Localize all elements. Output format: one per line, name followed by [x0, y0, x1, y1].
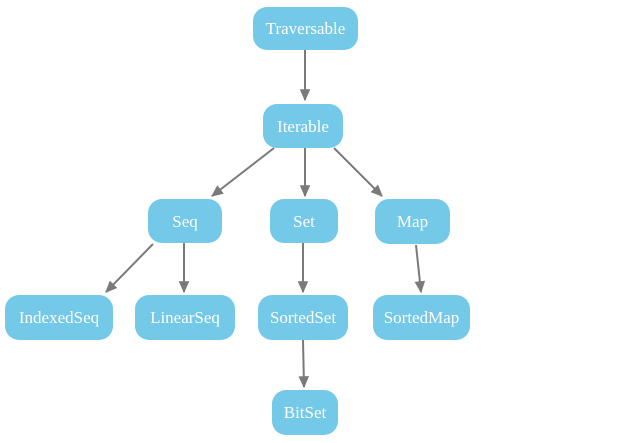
- node-bitset: BitSet: [272, 390, 338, 435]
- edge-sortedset-bitset: [298, 339, 310, 389]
- node-linearseq: LinearSeq: [135, 295, 235, 340]
- node-traversable: Traversable: [253, 7, 358, 50]
- edge-iterable-seq: [211, 147, 275, 197]
- node-sortedmap: SortedMap: [373, 295, 470, 340]
- node-iterable: Iterable: [263, 104, 343, 148]
- edge-map-sortedmap: [414, 244, 426, 294]
- node-indexedseq: IndexedSeq: [5, 295, 113, 340]
- node-map: Map: [375, 199, 450, 244]
- edge-seq-indexedseq: [105, 243, 154, 293]
- edge-iterable-map: [333, 147, 383, 197]
- node-set: Set: [270, 199, 338, 243]
- node-sortedset: SortedSet: [258, 295, 348, 340]
- node-seq: Seq: [148, 199, 222, 243]
